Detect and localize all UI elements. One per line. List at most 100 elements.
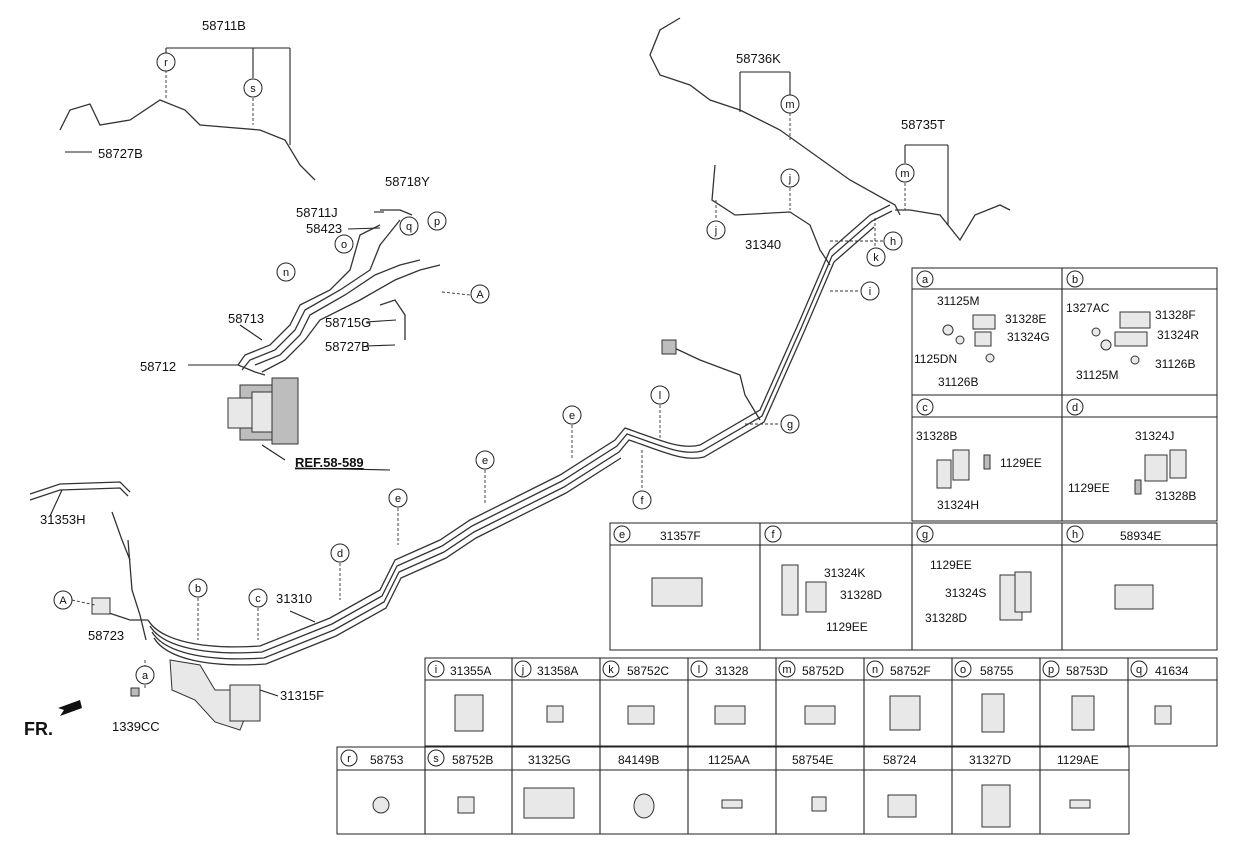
label-58727b-mid: 58727B	[325, 339, 370, 354]
cell-l: l 31328	[690, 660, 749, 725]
svg-text:58753D: 58753D	[1066, 664, 1108, 678]
part-number-labels: 58711B 58727B 58718Y 58711J 58423 58713 …	[24, 18, 945, 739]
letter-e2: e	[475, 450, 495, 470]
svg-text:1327AC: 1327AC	[1066, 301, 1110, 315]
svg-text:31126B: 31126B	[938, 375, 978, 389]
bolt-1339cc	[130, 687, 140, 697]
svg-text:a: a	[142, 670, 149, 682]
svg-text:1125AA: 1125AA	[708, 753, 750, 767]
svg-text:j: j	[714, 225, 717, 237]
detail-g: g 1129EE 31324S 31328D	[916, 525, 1032, 625]
letter-h: h	[883, 231, 903, 251]
label-58712: 58712	[140, 359, 176, 374]
cell-58724: 58724	[883, 753, 917, 818]
label-1339cc: 1339CC	[112, 719, 160, 734]
svg-text:31325G: 31325G	[528, 753, 571, 767]
svg-text:31324H: 31324H	[937, 498, 979, 512]
svg-text:f: f	[771, 529, 775, 541]
svg-text:1129EE: 1129EE	[930, 558, 972, 572]
letter-c: c	[248, 588, 268, 608]
svg-text:84149B: 84149B	[618, 753, 659, 767]
letter-e3: e	[388, 488, 408, 508]
svg-text:31355A: 31355A	[450, 664, 491, 678]
abs-module	[227, 377, 299, 461]
label-58735t: 58735T	[901, 117, 945, 132]
cell-i: i 31355A	[427, 660, 491, 732]
label-58711j: 58711J	[296, 205, 338, 220]
label-58715g: 58715G	[325, 315, 371, 330]
connector-clip	[661, 339, 677, 355]
svg-text:d: d	[1072, 402, 1078, 414]
label-58423: 58423	[306, 221, 342, 236]
cell-1125aa: 1125AA	[708, 753, 750, 809]
cell-s: s 58752B	[427, 749, 493, 814]
svg-text:31327D: 31327D	[969, 753, 1011, 767]
svg-text:i: i	[435, 664, 437, 676]
svg-text:q: q	[406, 221, 412, 233]
svg-text:1129EE: 1129EE	[826, 620, 868, 634]
svg-text:31324S: 31324S	[945, 586, 986, 600]
svg-text:m: m	[782, 664, 791, 676]
svg-text:58755: 58755	[980, 664, 1014, 678]
label-31340: 31340	[745, 237, 781, 252]
svg-text:31324G: 31324G	[1007, 330, 1050, 344]
svg-text:g: g	[922, 529, 928, 541]
letter-l: l	[650, 385, 670, 405]
svg-text:n: n	[872, 664, 878, 676]
svg-text:o: o	[960, 664, 966, 676]
label-58718y: 58718Y	[385, 174, 430, 189]
label-58723: 58723	[88, 628, 124, 643]
svg-text:58934E: 58934E	[1120, 529, 1161, 543]
detail-a: a 31125M 31328E 31324G 1125DN 31126B	[914, 270, 1050, 389]
leader-lines	[49, 47, 949, 697]
detail-h: h 58934E	[1066, 525, 1161, 610]
svg-text:e: e	[569, 410, 575, 422]
svg-text:l: l	[698, 664, 700, 676]
svg-text:b: b	[195, 583, 201, 595]
svg-text:1129EE: 1129EE	[1068, 481, 1110, 495]
svg-text:31324J: 31324J	[1135, 429, 1174, 443]
svg-text:a: a	[922, 274, 929, 286]
cell-84149b: 84149B	[618, 753, 659, 819]
letter-s: s	[243, 78, 263, 98]
label-58727b-top: 58727B	[98, 146, 143, 161]
label-31310: 31310	[276, 591, 312, 606]
letter-j1: j	[780, 168, 800, 188]
svg-text:31358A: 31358A	[537, 664, 578, 678]
letter-i: i	[860, 281, 880, 301]
svg-text:31324K: 31324K	[824, 566, 865, 580]
label-front: FR.	[24, 719, 53, 739]
letter-m2: m	[895, 163, 915, 183]
svg-text:58753: 58753	[370, 753, 404, 767]
detail-row-e-h: e 31357F f 31324K 31328D 1129EE g 1129EE…	[609, 522, 1218, 651]
detail-f: f 31324K 31328D 1129EE	[764, 525, 882, 634]
svg-text:58754E: 58754E	[792, 753, 833, 767]
svg-text:31126B: 31126B	[1155, 357, 1195, 371]
letter-e1: e	[562, 405, 582, 425]
letter-k: k	[866, 247, 886, 267]
svg-text:c: c	[255, 593, 261, 605]
front-bracket-31315f	[169, 659, 261, 731]
brake-tube-routing	[29, 17, 1011, 666]
svg-text:h: h	[890, 236, 896, 248]
letter-a: a	[135, 665, 155, 685]
svg-text:58752B: 58752B	[452, 753, 493, 767]
letter-m1: m	[780, 94, 800, 114]
letter-a-left: A	[53, 590, 73, 610]
svg-text:31328F: 31328F	[1155, 308, 1196, 322]
svg-text:s: s	[433, 753, 439, 765]
svg-text:31357F: 31357F	[660, 529, 701, 543]
svg-text:31125M: 31125M	[937, 294, 979, 308]
svg-text:58724: 58724	[883, 753, 917, 767]
svg-text:f: f	[640, 495, 644, 507]
detail-grid-a-d: a 31125M 31328E 31324G 1125DN 31126B b 1…	[911, 267, 1218, 522]
svg-text:1129EE: 1129EE	[1000, 456, 1042, 470]
label-31353h: 31353H	[40, 512, 86, 527]
svg-text:31328: 31328	[715, 664, 749, 678]
svg-text:e: e	[619, 529, 625, 541]
